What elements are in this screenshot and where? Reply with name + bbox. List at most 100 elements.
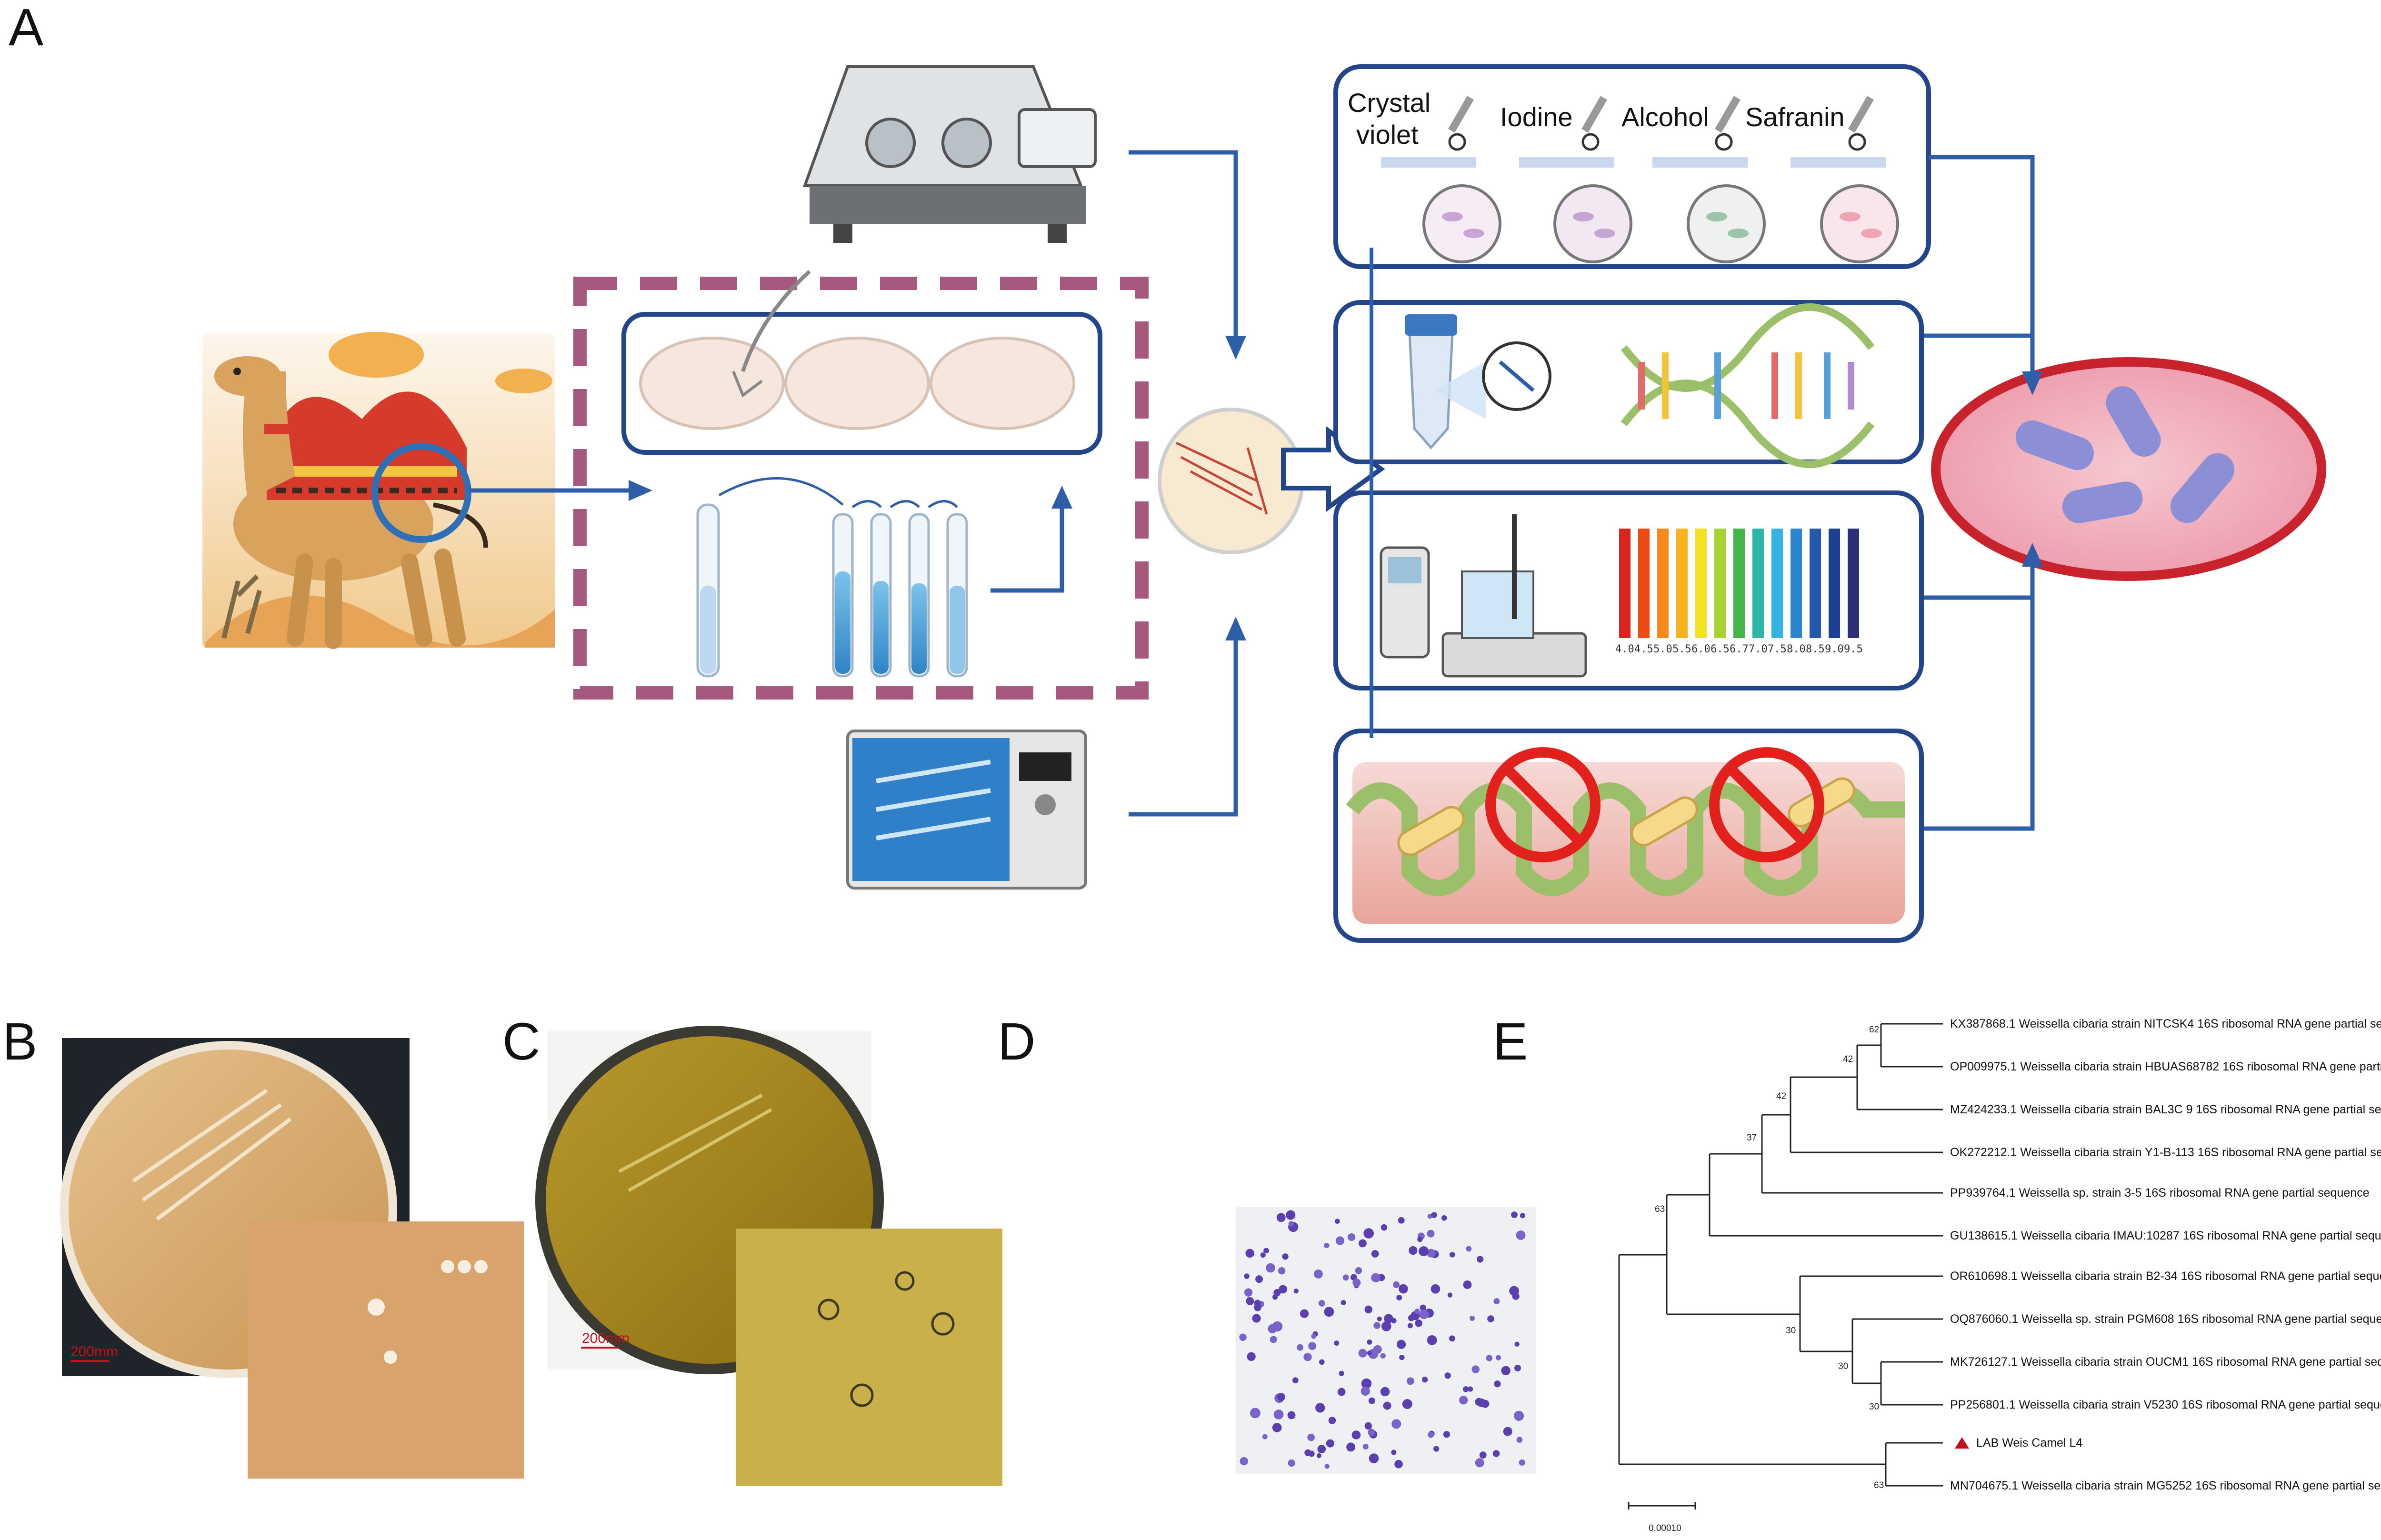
plate-photo-b: 200mm [60,1038,524,1479]
stained-cell [1399,1354,1405,1360]
stained-cell [1246,1297,1254,1305]
stained-cell [1244,1273,1250,1279]
stained-cell [1495,1355,1501,1360]
stained-cell [1371,1273,1381,1282]
ph-tick-label: 8.5 [1806,643,1825,655]
stained-cell [1417,1237,1423,1242]
stained-cell [1316,1453,1322,1458]
stained-cell [1444,1372,1451,1379]
stained-cell [1263,1248,1269,1254]
gram-step-iodine: Iodine [1500,96,1632,263]
gram-step-alcohol: Alcohol [1621,96,1766,263]
stained-cell [1255,1275,1263,1283]
gram-label-iodine: Iodine [1500,102,1573,132]
panel-label-d: D [998,1012,1035,1071]
ph-tick-label: 7.0 [1749,643,1768,655]
stained-cell [1394,1460,1403,1469]
tree-leaf: OR610698.1 Weissella cibaria strain B2-3… [1950,1270,2381,1283]
stained-cell [1373,1322,1381,1329]
stained-cell [1268,1324,1277,1333]
stained-cell [1373,1345,1382,1354]
stained-cell [1318,1300,1325,1307]
scale-bar-label-c: 200mm [582,1330,630,1346]
stained-cell [1433,1446,1440,1452]
ph-tick-label: 9.5 [1844,643,1863,655]
stained-cell [1377,1316,1382,1321]
stained-cell [1287,1411,1296,1420]
stained-cell [1514,1341,1520,1347]
ph-tick-label: 6.7 [1730,643,1749,655]
stained-cell [1520,1213,1525,1219]
stained-cell [1244,1288,1253,1297]
stained-cell [1402,1399,1412,1409]
stained-cell [1286,1210,1296,1220]
stained-cell [1516,1230,1526,1240]
sequencing-box [1333,300,1924,468]
stained-cell [1270,1336,1277,1343]
stained-cell [1304,1449,1311,1456]
pathogen-inhibition-box [1333,729,1924,943]
tree-leaf: OK272212.1 Weissella cibaria strain Y1-B… [1950,1146,2381,1159]
stained-cell [1396,1295,1402,1301]
stained-cell [1470,1315,1475,1321]
gram-stain-micrograph [1236,1207,1536,1474]
anaerobic-chamber [802,65,1097,243]
tree-leaf-study-strain: LAB Weis Camel L4 [1976,1436,2082,1450]
stained-cell [1288,1221,1294,1227]
stained-cell [1311,1333,1317,1339]
gram-label-safranin: Safranin [1745,102,1845,132]
stained-cell [1501,1366,1511,1375]
stained-cell [1262,1434,1268,1440]
incubator [846,730,1087,890]
tree-leaf: PP939764.1 Weissella sp. strain 3-5 16S … [1950,1186,2370,1200]
stained-cell [1363,1228,1374,1239]
stained-cell [1449,1335,1455,1342]
stained-cell [1449,1252,1455,1258]
gram-label-crystal: Crystal [1348,88,1431,118]
stained-cell [1486,1355,1493,1361]
tree-leaf: GU138615.1 Weissella cibaria IMAU:10287 … [1950,1229,2381,1242]
stained-cell [1487,1315,1494,1322]
stained-cell [1347,1233,1356,1241]
stained-cell [1252,1314,1261,1323]
stained-cell [1324,1464,1330,1469]
stained-cell [1443,1431,1451,1438]
stained-cell [1463,1280,1472,1289]
arrow-camel-to-culture [469,480,652,501]
gram-label-violet: violet [1356,120,1419,150]
stained-cell [1431,1212,1437,1218]
arrow-colony-to-tests [1281,426,1385,512]
stained-cell [1391,1450,1397,1455]
stained-cell [1358,1349,1367,1358]
stained-cell [1414,1309,1420,1314]
stained-cell [1441,1215,1447,1221]
bootstrap-value: 37 [1747,1133,1757,1143]
stained-cell [1492,1450,1500,1457]
gram-label-alcohol: Alcohol [1621,102,1709,132]
ph-color-bar [1657,529,1669,638]
ph-tick-label: 6.0 [1691,643,1711,655]
stained-cell [1367,1350,1372,1356]
stained-cell [1355,1267,1362,1274]
stained-cell [1420,1304,1427,1311]
ph-tick-label: 5.5 [1672,643,1691,655]
ph-tick-label: 7.5 [1768,643,1787,655]
stained-cell [1380,1387,1390,1397]
stained-cell [1317,1445,1326,1453]
stained-cell [1277,1393,1285,1401]
stained-cell [1260,1252,1266,1258]
stained-cell [1368,1397,1375,1404]
stained-cell [1380,1353,1386,1359]
stained-cell [1342,1274,1349,1281]
stained-cell [1477,1398,1486,1408]
stained-cell [1466,1246,1472,1252]
stained-cell [1334,1219,1340,1224]
ph-color-bar [1829,529,1840,638]
ph-tick-label: 8.0 [1787,643,1806,655]
panel-label-e: E [1493,1012,1528,1071]
stained-cell [1494,1380,1501,1388]
arrow-chamber-to-colony [1129,150,1246,360]
no-sign-icon [1485,747,1601,862]
